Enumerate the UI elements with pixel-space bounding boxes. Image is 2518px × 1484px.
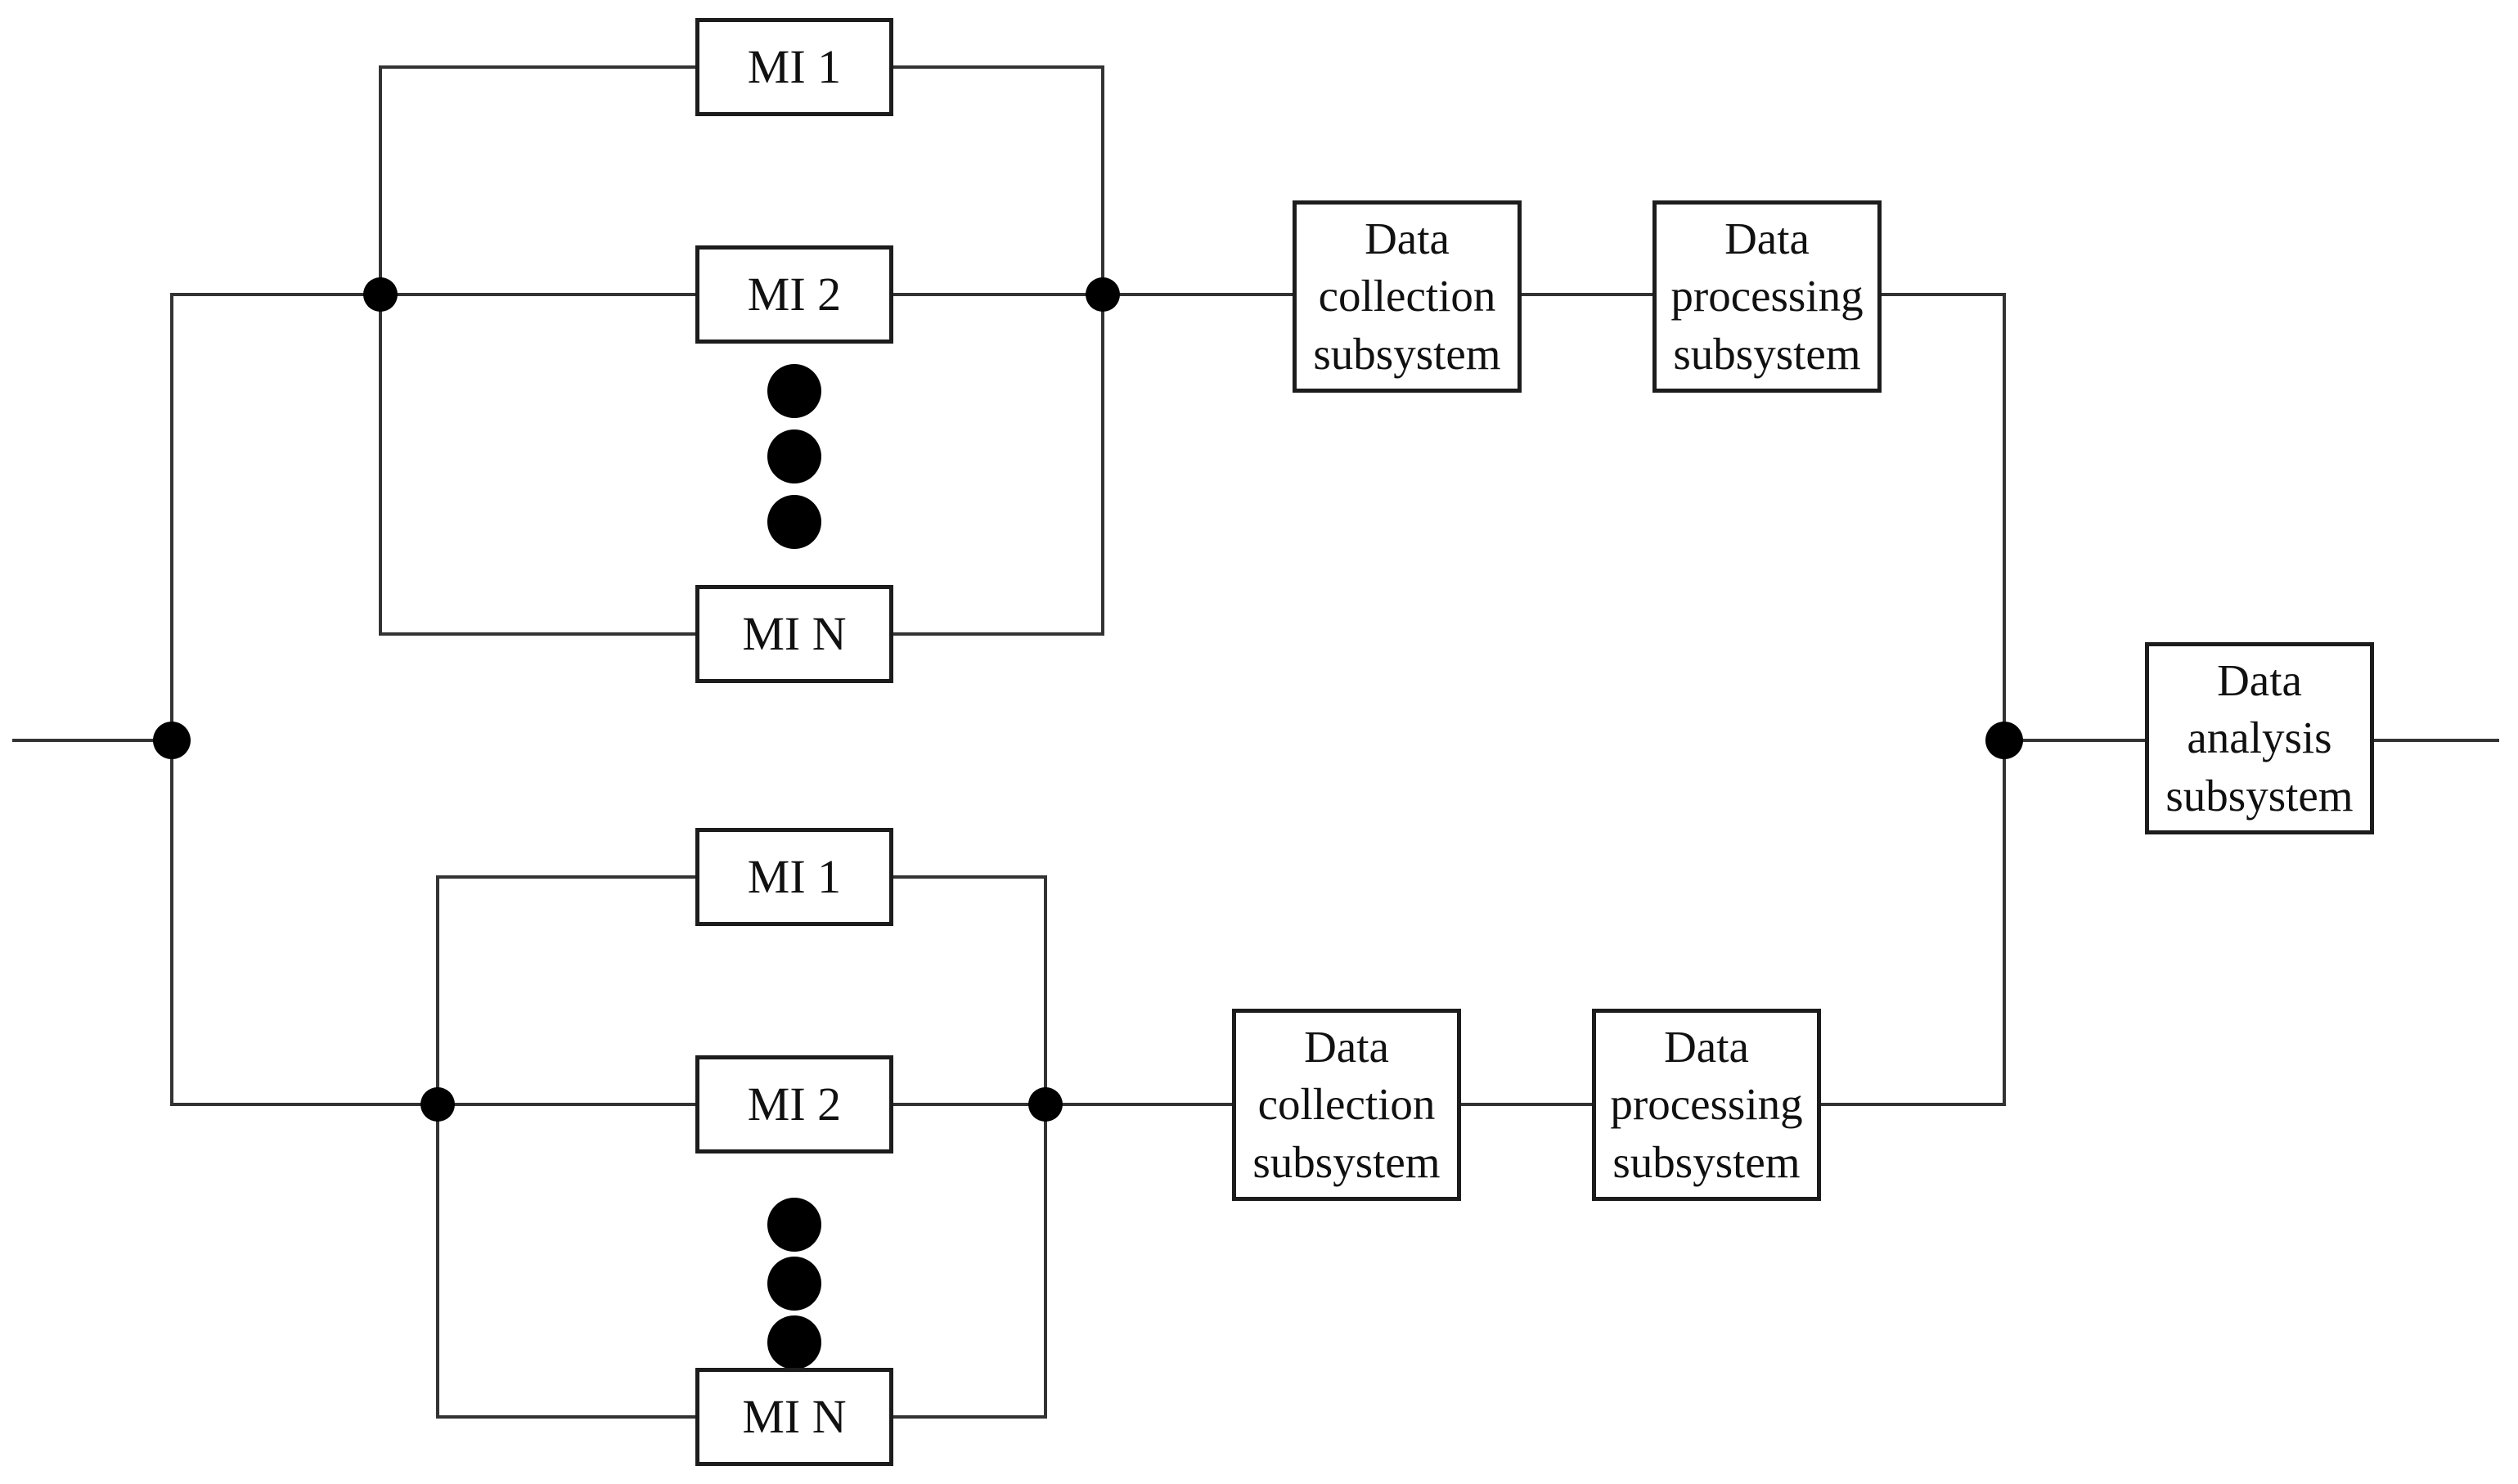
bottom-right-junction-dot [1028, 1087, 1063, 1122]
mi-box-bottom-n: MI N [695, 1368, 893, 1466]
top-right-junction-dot [1086, 277, 1120, 312]
bottom-ellipsis-dot-2 [767, 1257, 821, 1311]
bottom-left-junction-dot [420, 1087, 455, 1122]
right-rail-line [1821, 293, 2006, 1106]
data-processing-subsystem-box-top: Data processing subsystem [1652, 200, 1882, 393]
left-rail-line [170, 293, 695, 1106]
mi-box-top-2: MI 2 [695, 245, 893, 344]
mi-box-top-n: MI N [695, 585, 893, 683]
bottom-left-bracket-line [436, 875, 695, 1419]
mi-box-bottom-2: MI 2 [695, 1055, 893, 1153]
data-processing-subsystem-box-bottom: Data processing subsystem [1592, 1009, 1821, 1201]
bottom-ellipsis-dot-1 [767, 1198, 821, 1252]
data-collection-subsystem-box-top: Data collection subsystem [1293, 200, 1522, 393]
mi-box-bottom-1: MI 1 [695, 828, 893, 926]
top-ellipsis-dot-3 [767, 495, 821, 549]
output-junction-dot [1985, 722, 2023, 759]
mi-box-top-1: MI 1 [695, 18, 893, 116]
top-right-bracket-line [893, 65, 1104, 636]
top-ellipsis-dot-1 [767, 364, 821, 418]
top-left-bracket-line [379, 65, 695, 636]
data-collection-subsystem-box-bottom: Data collection subsystem [1232, 1009, 1461, 1201]
top-left-junction-dot [363, 277, 398, 312]
input-junction-dot [153, 722, 191, 759]
bottom-ellipsis-dot-3 [767, 1315, 821, 1369]
top-ellipsis-dot-2 [767, 429, 821, 483]
data-analysis-subsystem-box: Data analysis subsystem [2145, 642, 2374, 834]
bottom-right-bracket-line [893, 875, 1047, 1419]
